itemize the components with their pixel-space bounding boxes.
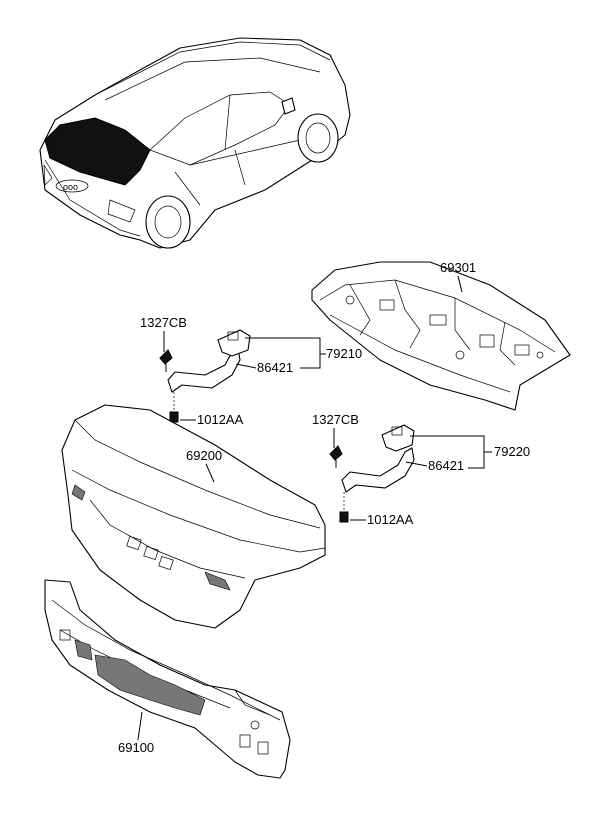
label-1327CB-left: 1327CB bbox=[140, 315, 187, 330]
label-86421-left: 86421 bbox=[257, 360, 293, 375]
bracket-79210 bbox=[245, 337, 321, 369]
label-1327CB-right: 1327CB bbox=[312, 412, 359, 427]
car-illustration: ooo bbox=[39, 37, 351, 249]
car-badge: ooo bbox=[63, 182, 78, 192]
back-panel bbox=[44, 579, 291, 779]
label-79210: 79210 bbox=[326, 346, 362, 361]
leader-86421-left bbox=[235, 363, 257, 369]
leader-69100 bbox=[137, 711, 143, 741]
label-1012AA-left: 1012AA bbox=[197, 412, 244, 427]
trunk-lid bbox=[61, 404, 326, 629]
label-79220: 79220 bbox=[494, 444, 530, 459]
hinge-right bbox=[329, 424, 415, 523]
leader-69200 bbox=[205, 463, 215, 483]
label-69200: 69200 bbox=[186, 448, 222, 463]
label-86421-right: 86421 bbox=[428, 458, 464, 473]
label-69100: 69100 bbox=[118, 740, 154, 755]
hinge-left bbox=[159, 329, 251, 423]
label-69301: 69301 bbox=[440, 260, 476, 275]
leader-86421-right bbox=[405, 461, 428, 467]
label-1012AA-right: 1012AA bbox=[367, 512, 414, 527]
back-shelf-panel bbox=[311, 261, 571, 411]
leader-69301 bbox=[457, 275, 463, 293]
